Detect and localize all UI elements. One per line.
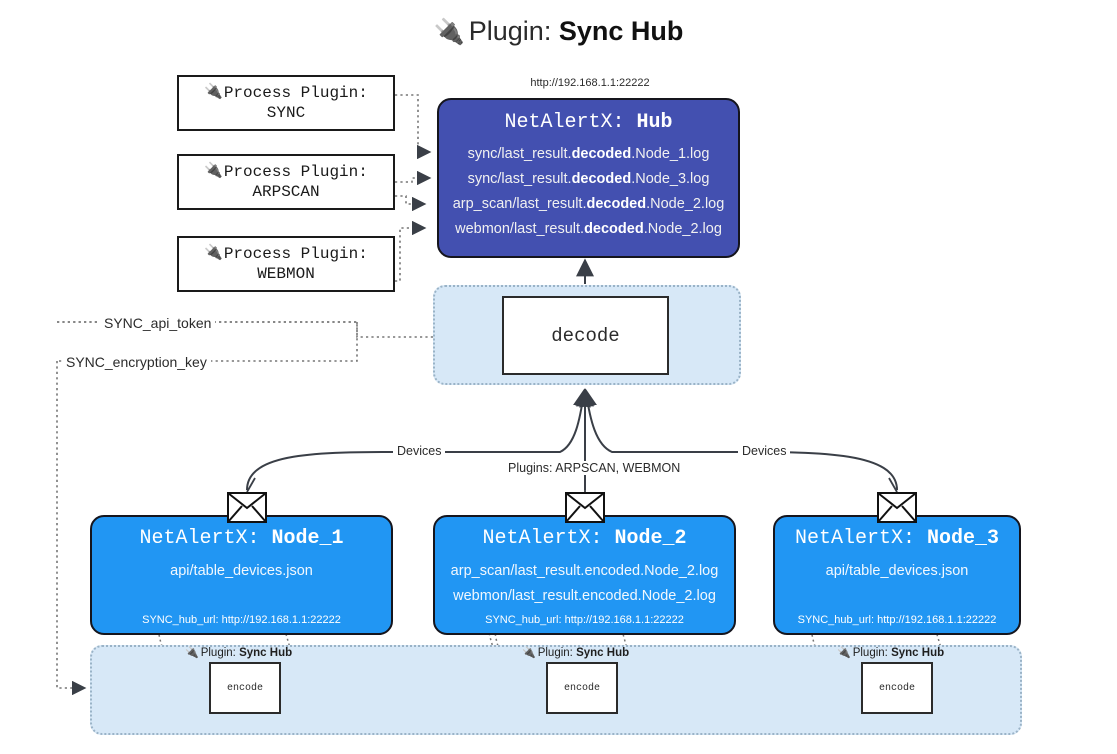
node-app: NetAlertX: [794,527,915,550]
hub-log-item: sync/last_result.decoded.Node_3.log [467,171,710,187]
node-name: Node_1 [271,527,344,550]
plug-icon: 🔌 [837,647,851,659]
process-plugin-label: Process Plugin: [223,163,368,181]
edge-label-devices-right: Devices [738,444,791,458]
page-title-name: Sync Hub [558,16,684,46]
plug-icon: 🔌 [185,647,199,659]
process-plugin-webmon[interactable]: 🔌Process Plugin: WEBMON [177,236,395,292]
plug-icon: 🔌 [204,244,223,262]
decode-box[interactable]: decode [502,296,669,375]
envelope-icon [877,492,917,523]
hub-log-item: sync/last_result.decoded.Node_1.log [467,146,710,162]
encode-caption-name: Sync Hub [891,646,945,659]
encode-box-2[interactable]: encode [546,662,618,714]
node-footer: SYNC_hub_url: http://192.168.1.1:22222 [142,614,341,626]
process-plugin-label: Process Plugin: [223,245,368,263]
node-line-item: api/table_devices.json [825,563,969,579]
plug-icon: 🔌 [204,162,223,180]
hub-log-list: sync/last_result.decoded.Node_1.log sync… [439,142,738,242]
encode-box-1[interactable]: encode [209,662,281,714]
node-app: NetAlertX: [482,527,603,550]
process-plugin-name: WEBMON [257,265,315,283]
encode-caption-prefix: Plugin: [537,646,573,659]
hub-name: Hub [636,111,673,134]
process-plugin-label: Process Plugin: [223,84,368,102]
node-title: NetAlertX: Node_3 [775,527,1019,550]
plug-icon: 🔌 [433,18,465,46]
envelope-icon [565,492,605,523]
hub-title: NetAlertX: Hub [439,111,738,134]
node-line-item: api/table_devices.json [170,563,313,579]
node-title: NetAlertX: Node_2 [435,527,734,550]
hub-log-item: arp_scan/last_result.decoded.Node_2.log [452,196,725,212]
node-line-item: webmon/last_result.encoded.Node_2.log [453,588,716,604]
encode-caption-name: Sync Hub [576,646,630,659]
encode-caption-prefix: Plugin: [852,646,888,659]
node-1[interactable]: NetAlertX: Node_1 api/table_devices.json… [90,515,393,635]
process-plugin-name: ARPSCAN [252,183,320,201]
node-footer: SYNC_hub_url: http://192.168.1.1:22222 [485,614,684,626]
node-3[interactable]: NetAlertX: Node_3 api/table_devices.json… [773,515,1021,635]
hub-app: NetAlertX: [504,111,625,134]
hub-log-item: webmon/last_result.decoded.Node_2.log [455,221,722,237]
encode-caption-3: 🔌Plugin: Sync Hub [837,646,945,660]
page-title-prefix: Plugin: [468,16,552,46]
plug-icon: 🔌 [204,83,223,101]
page-title: 🔌Plugin: Sync Hub [0,16,1117,47]
node-line-list: arp_scan/last_result.encoded.Node_2.log … [435,559,734,609]
node-2[interactable]: NetAlertX: Node_2 arp_scan/last_result.e… [433,515,736,635]
encode-caption-2: 🔌Plugin: Sync Hub [522,646,630,660]
node-name: Node_2 [614,527,687,550]
node-line-list: api/table_devices.json [92,559,391,584]
hub-node[interactable]: NetAlertX: Hub sync/last_result.decoded.… [437,98,740,258]
sync-encryption-key-label: SYNC_encryption_key [62,354,211,370]
node-app: NetAlertX: [139,527,260,550]
node-line-list: api/table_devices.json [775,559,1019,584]
encode-box-3[interactable]: encode [861,662,933,714]
encode-caption-name: Sync Hub [239,646,293,659]
node-line-item: arp_scan/last_result.encoded.Node_2.log [450,563,719,579]
hub-url: http://192.168.1.1:22222 [530,77,650,89]
sync-api-token-label: SYNC_api_token [100,315,216,331]
edge-label-plugins: Plugins: ARPSCAN, WEBMON [504,461,685,475]
encode-caption-prefix: Plugin: [200,646,236,659]
node-footer: SYNC_hub_url: http://192.168.1.1:22222 [797,614,997,626]
node-name: Node_3 [927,527,1000,550]
process-plugin-name: SYNC [266,104,306,122]
envelope-icon [227,492,267,523]
process-plugin-arpscan[interactable]: 🔌Process Plugin: ARPSCAN [177,154,395,210]
node-title: NetAlertX: Node_1 [92,527,391,550]
process-plugin-sync[interactable]: 🔌Process Plugin: SYNC [177,75,395,131]
edge-label-devices-left: Devices [393,444,446,458]
encode-caption-1: 🔌Plugin: Sync Hub [185,646,293,660]
plug-icon: 🔌 [522,647,536,659]
